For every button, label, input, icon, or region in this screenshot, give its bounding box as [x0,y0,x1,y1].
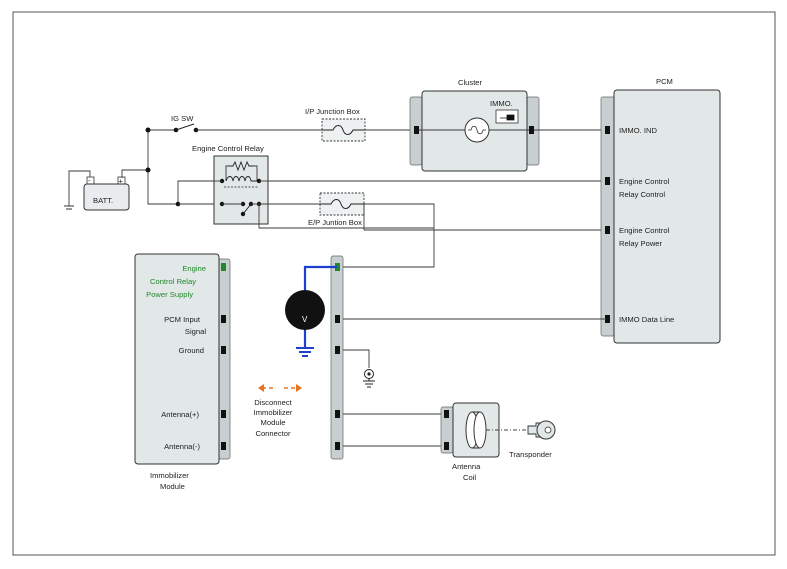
fuse-icon [320,199,364,209]
svg-text:+: + [119,177,124,186]
pcm-ecr-control-label-2: Relay Control [619,190,665,199]
imm-module-label-2: Module [160,482,185,491]
ep-junction-box-label: E/P Juntion Box [308,218,362,227]
pcm-ecr-power-label: Engine Control [619,226,670,235]
pcm: PCM IMMO. IND Engine Control Relay Contr… [600,77,721,344]
imm-signal-label: Signal [185,327,206,336]
battery-label: BATT. [93,196,113,205]
imm-module-label-1: Immobilizer [150,471,189,480]
pcm-ecr-control-label: Engine Control [619,177,670,186]
imm-antenna-plus-label: Antenna(+) [161,410,199,419]
ep-junction-box: E/P Juntion Box [259,192,606,268]
imm-ground-label: Ground [179,346,204,355]
disconnect-label-3: Module [261,418,286,427]
pcm-ecr-power-label-2: Relay Power [619,239,663,248]
fuse-icon [322,125,365,135]
cluster: Cluster IMMO. [409,78,606,172]
cluster-pin-left [414,126,419,134]
disconnect-label-1: Disconnect [254,398,292,407]
antenna-coil-label-2: Coil [463,473,476,482]
pcm-label: PCM [656,77,673,86]
arrow-right-icon [296,384,302,392]
diagram-frame [12,11,776,556]
cluster-pin-right [529,126,534,134]
immobilizer-module: Engine Control Relay Power Supply PCM In… [134,253,231,491]
disconnect-label-4: Connector [255,429,291,438]
transponder: Transponder [486,420,556,459]
imm-engine-label-3: Power Supply [146,290,193,299]
voltmeter: V [285,265,337,357]
svg-text:-: - [88,176,91,185]
voltmeter-label: V [302,315,308,324]
disconnect-label-2: Immobilizer [254,408,293,417]
cluster-label: Cluster [458,78,483,87]
ip-junction-box: I/P Junction Box [305,107,416,142]
relay-coil-icon [225,176,257,182]
imm-pcm-input-label: PCM Input [164,315,201,324]
engine-control-relay: Engine Control Relay [192,144,434,229]
voltmeter-probe-wire [303,265,337,291]
key-car-icon [500,114,515,121]
resistor-icon [230,160,253,172]
battery: - + BATT. [64,169,148,211]
pcm-immo-data-line-label: IMMO Data Line [619,315,674,324]
ig-switch-label: IG SW [171,114,194,123]
imm-engine-label-2: Control Relay [150,277,196,286]
disconnect-indicator: Disconnect Immobilizer Module Connector [254,384,302,438]
imm-pin-ecr-power [221,263,226,271]
harness-connector [330,255,606,460]
ip-junction-box-label: I/P Junction Box [305,107,360,116]
engine-control-relay-label: Engine Control Relay [192,144,264,153]
imm-engine-label-1: Engine [182,264,206,273]
arrow-left-icon [258,384,264,392]
transponder-label: Transponder [509,450,552,459]
ground-symbol-icon [363,369,375,388]
antenna-coil: Antenna Coil [440,402,500,482]
pcm-immo-ind-label: IMMO. IND [619,126,657,135]
imm-antenna-minus-label: Antenna(-) [164,442,200,451]
immo-label: IMMO. [490,99,513,108]
supply-wiring: IG SW [145,114,322,207]
antenna-coil-label-1: Antenna [452,462,481,471]
voltmeter-icon [285,290,325,330]
